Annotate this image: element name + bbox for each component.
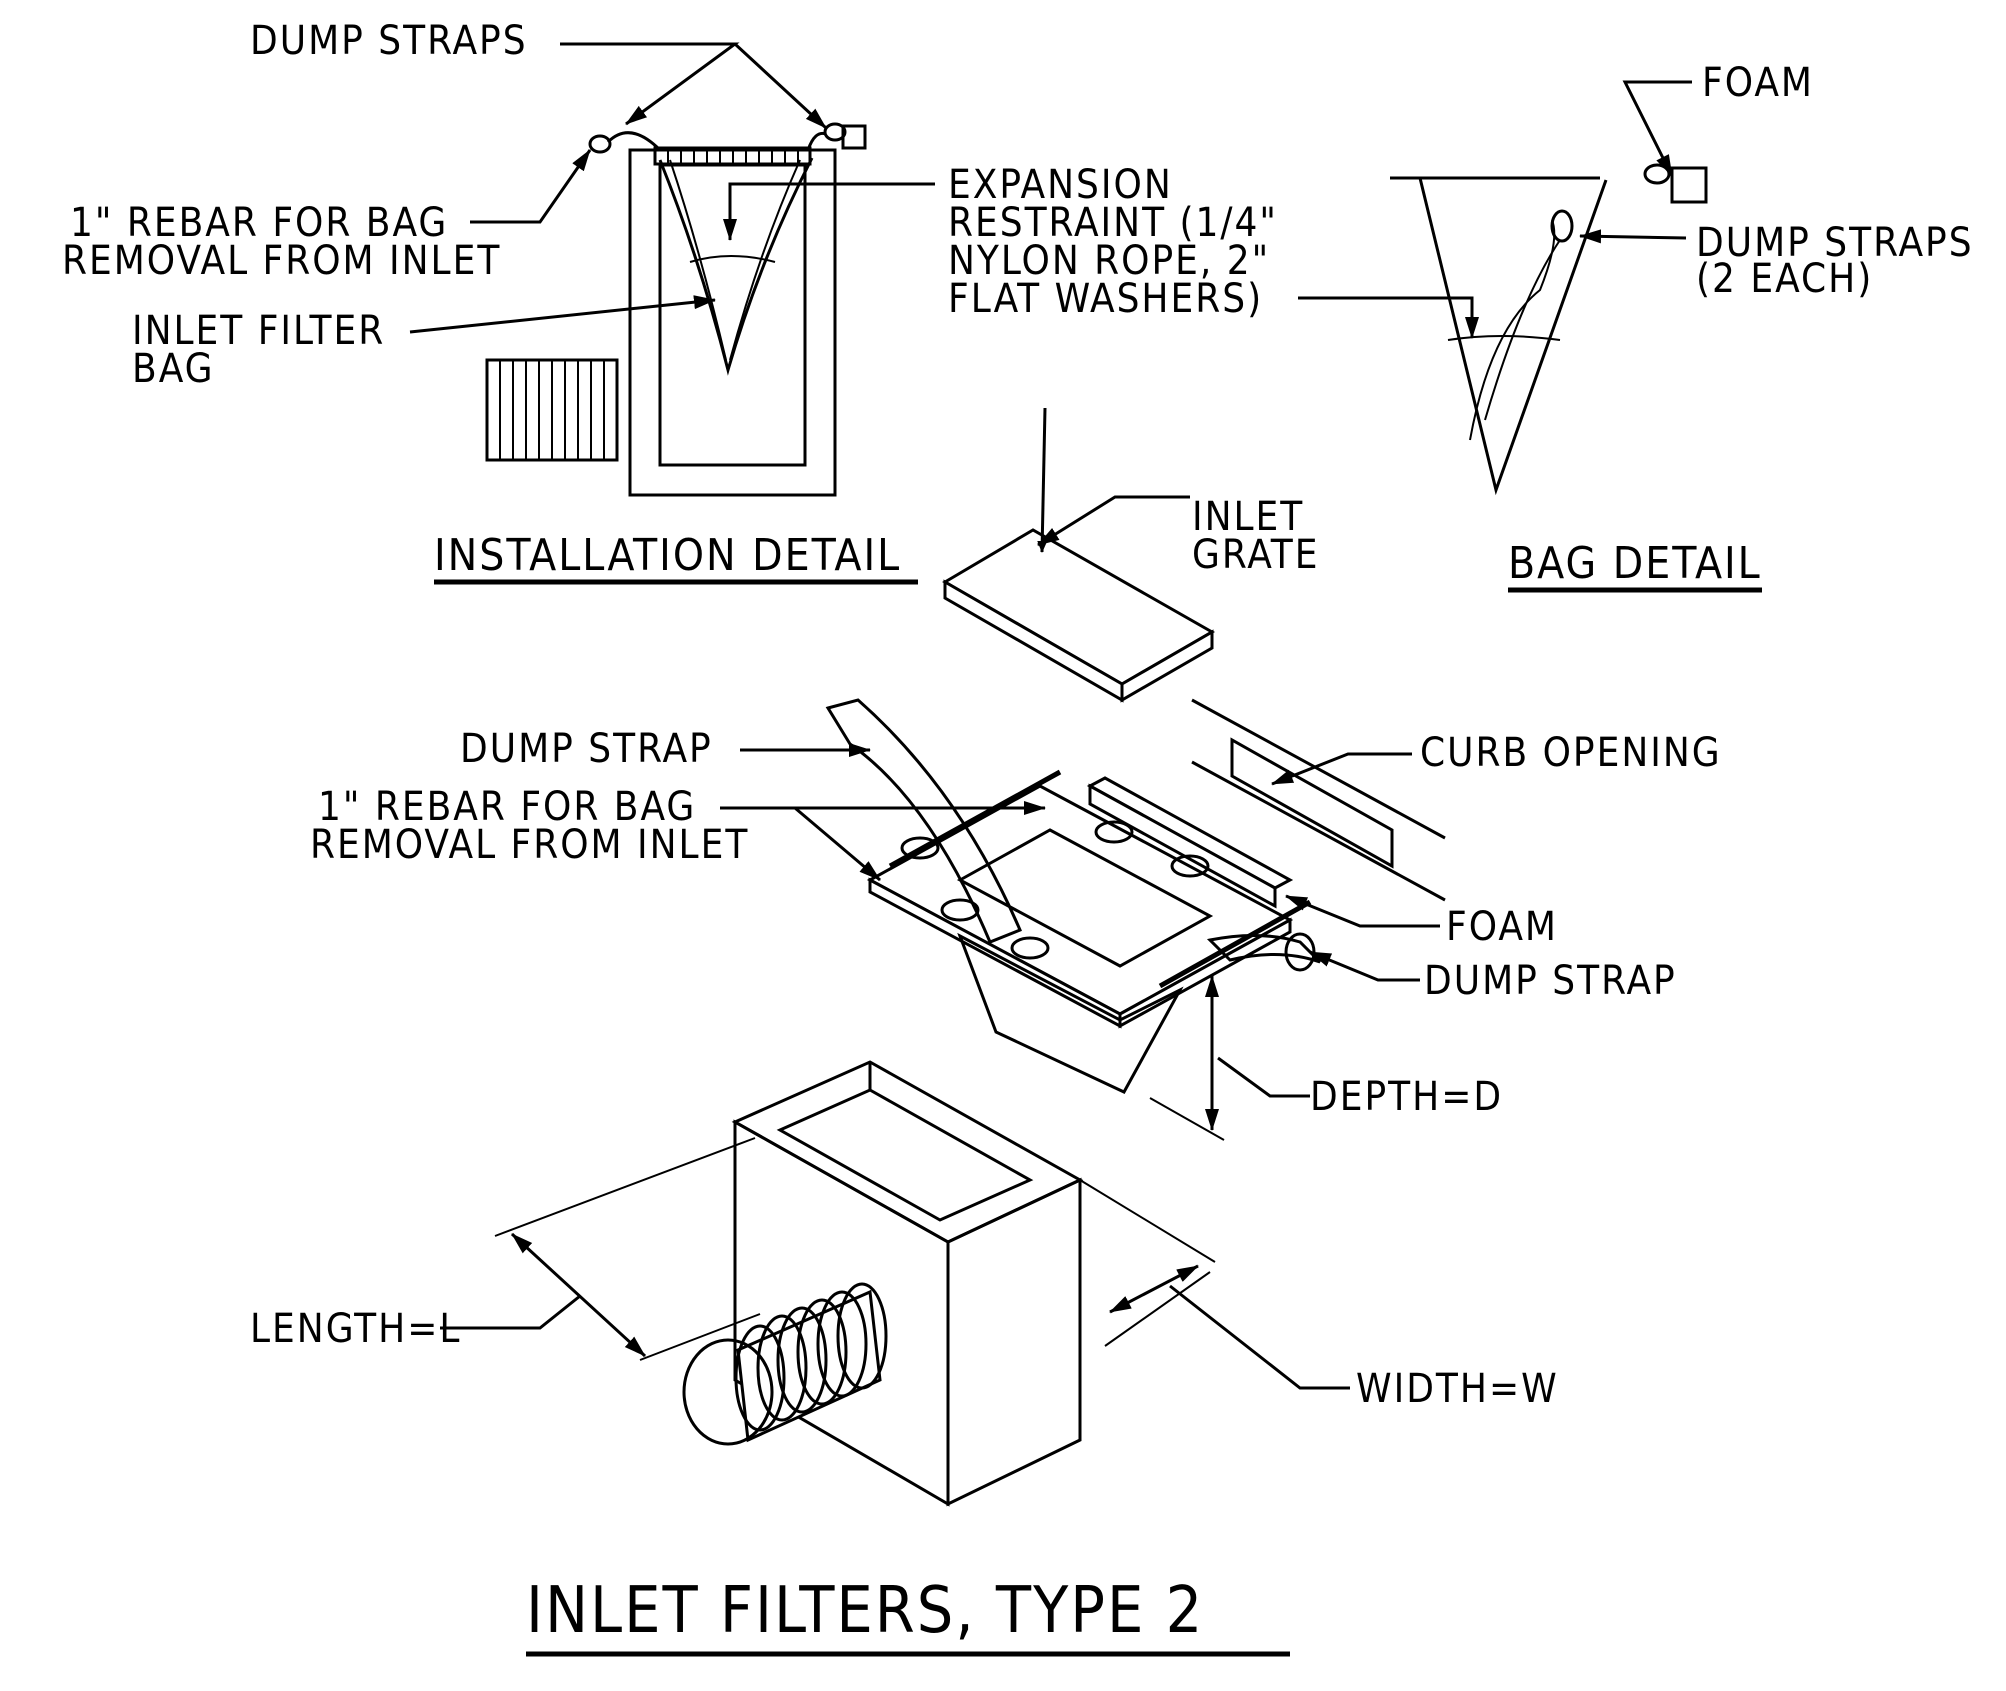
dump-strap-upper (825, 698, 1022, 944)
label-dump-straps-bag-1: DUMP STRAPS (1696, 220, 1974, 266)
label-rebar-1: 1" REBAR FOR BAG (70, 200, 448, 246)
exploded-view (440, 407, 1446, 1507)
label-expansion-1: EXPANSION (948, 162, 1173, 208)
label-dump-strap-right: DUMP STRAP (1424, 958, 1677, 1004)
label-dump-strap-top: DUMP STRAP (460, 726, 713, 772)
label-dump-straps: DUMP STRAPS (250, 18, 528, 64)
outlet-pipe (485, 358, 619, 462)
label-expansion-2: RESTRAINT (1/4" (948, 200, 1278, 246)
installation-detail (409, 42, 935, 585)
label-rebar-2: REMOVAL FROM INLET (62, 238, 501, 284)
label-rebar-exploded-2: REMOVAL FROM INLET (310, 822, 749, 868)
label-filter-bag-1: INLET FILTER (132, 308, 385, 354)
label-dump-straps-bag-2: (2 EACH) (1696, 256, 1873, 302)
label-depth: DEPTH=D (1310, 1074, 1503, 1120)
label-foam-exploded: FOAM (1446, 904, 1558, 950)
filter-frame (866, 769, 1312, 1094)
heading-bag-detail: BAG DETAIL (1508, 538, 1762, 589)
outlet-pipe-round (682, 1282, 888, 1446)
foam-block-top (841, 124, 867, 150)
label-expansion-3: NYLON ROPE, 2" (948, 238, 1270, 284)
inlet-box-section (628, 148, 837, 497)
rebar-loop-left (588, 134, 612, 154)
label-length: LENGTH=L (250, 1306, 461, 1352)
label-filter-bag-2: BAG (132, 346, 214, 392)
label-width: WIDTH=W (1356, 1366, 1559, 1412)
label-expansion-4: FLAT WASHERS) (948, 276, 1263, 322)
foam-block-bag (1670, 166, 1708, 204)
inlet-box (731, 1060, 1084, 1507)
label-curb-opening: CURB OPENING (1420, 730, 1722, 776)
label-foam-bag: FOAM (1702, 60, 1814, 106)
drawing-title: INLET FILTERS, TYPE 2 (526, 1574, 1204, 1648)
heading-installation-detail: INSTALLATION DETAIL (434, 530, 901, 581)
label-rebar-exploded-1: 1" REBAR FOR BAG (318, 784, 696, 830)
curb-opening (1191, 698, 1446, 902)
bag-triangle (1390, 176, 1608, 496)
label-inlet-grate-1: INLET (1192, 494, 1304, 540)
inlet-grate (942, 407, 1216, 703)
filter-bag-outline (658, 157, 814, 376)
label-inlet-grate-2: GRATE (1192, 532, 1319, 578)
bag-detail (1298, 80, 1762, 593)
